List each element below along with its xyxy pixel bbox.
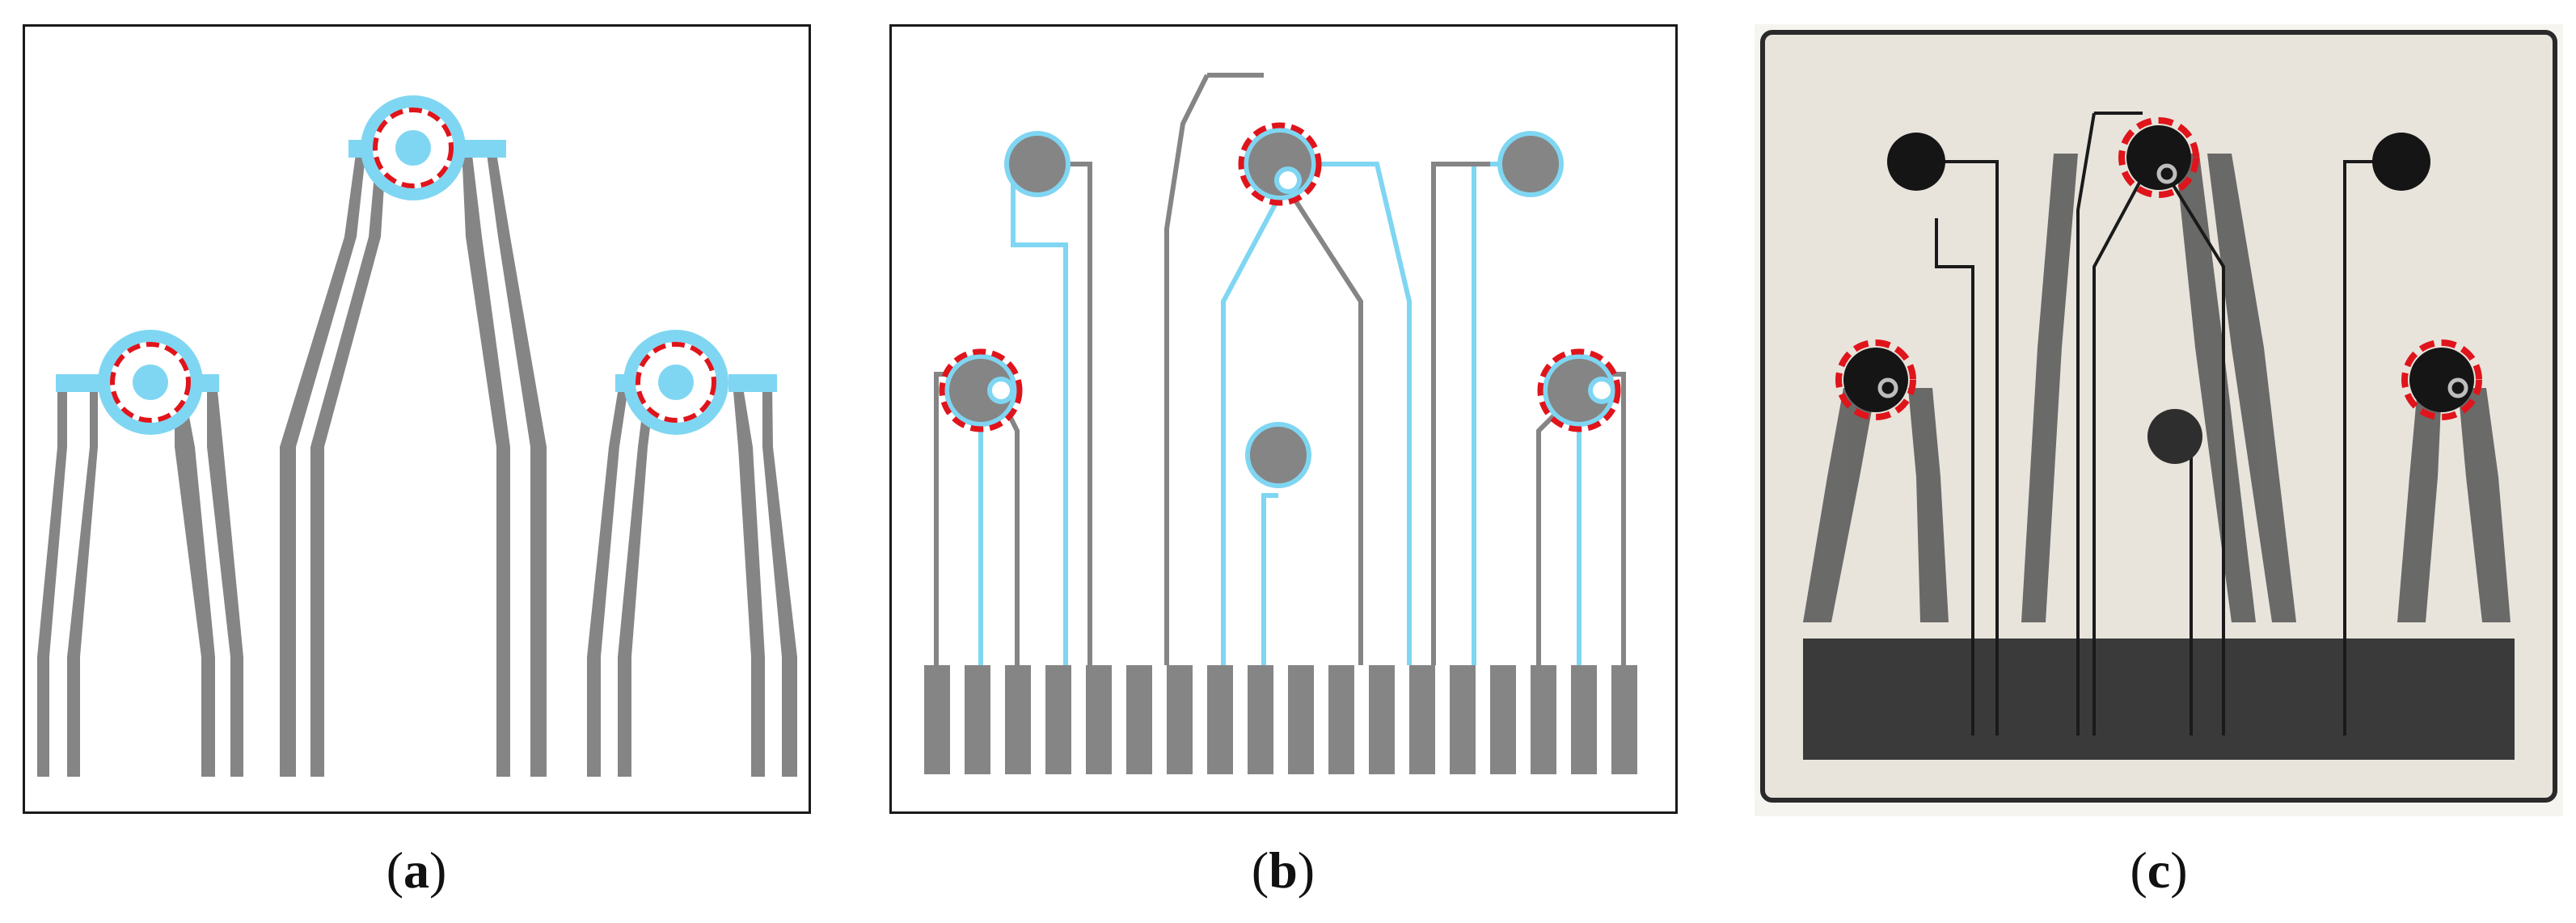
panel-a-caption: (a) [386,841,447,899]
panel-c-photo [1755,24,2563,816]
panel-a-markers [110,107,716,423]
panel-b-contact-pads [924,665,1637,774]
panel-a-drawing [37,95,797,777]
panel-c-caption: (c) [2130,841,2188,899]
panel-a-frame [23,24,811,814]
panel-b-frame [889,24,1678,814]
panel-c-traces [1803,154,2511,622]
panel-b-caption: (b) [1251,841,1315,899]
panel-a-traces [37,148,797,777]
panel-c-drawing [1760,30,2557,803]
panel-c-contact-pads [1803,639,2515,760]
panel-c-markers [1835,117,2482,420]
panel-b-electrodes [944,128,1615,488]
panel-b-drawing [924,73,1637,774]
panel-b-markers [939,122,1621,432]
panel-a-pad-gaps [110,107,716,423]
